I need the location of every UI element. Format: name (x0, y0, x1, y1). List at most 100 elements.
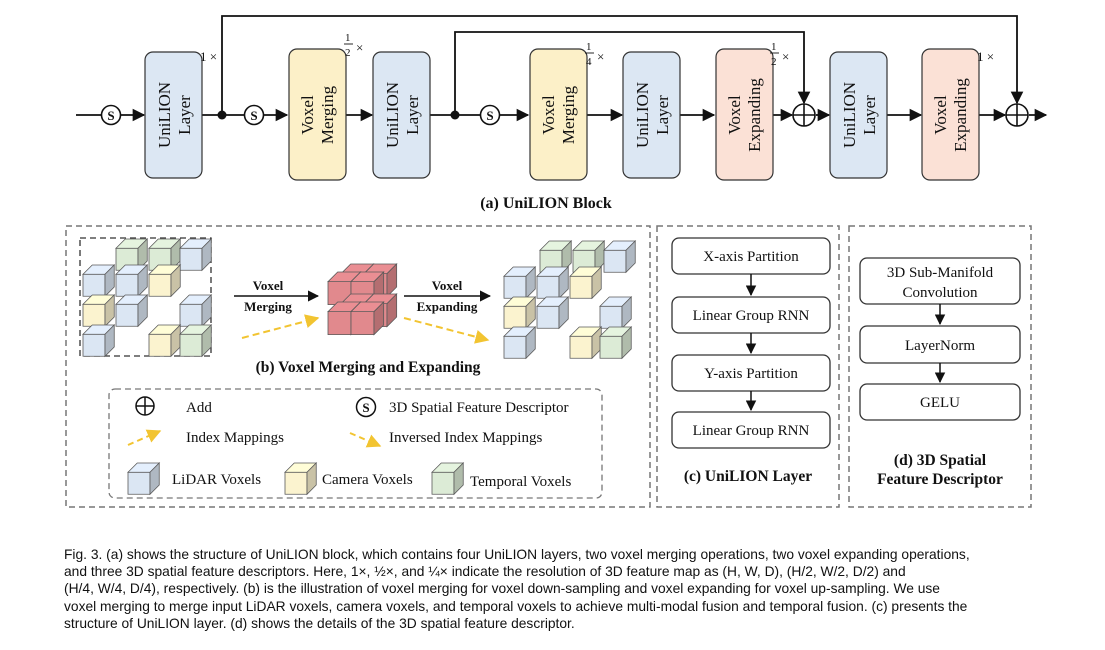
caption-line: and three 3D spatial feature descriptors… (64, 564, 906, 580)
panel-b: Voxel Merging Voxel Expanding (b) Voxel … (65, 225, 651, 508)
layer-label-line1: UniLION (383, 82, 402, 148)
expanding-label-line1: Voxel (931, 95, 950, 135)
legend-camera-label: Camera Voxels (322, 472, 413, 488)
linear-group-rnn-box (671, 411, 831, 449)
scale-half: 1 2 × (770, 41, 789, 68)
inversed-index-mapping-arrow (403, 317, 490, 344)
expanding-label-line1: Voxel (725, 95, 744, 135)
panel-d-border (848, 225, 1032, 508)
camera-voxel (569, 266, 603, 300)
add-node (1005, 103, 1029, 127)
index-mapping-arrow (241, 314, 320, 339)
svg-text:4: 4 (586, 56, 592, 68)
branch-dot (217, 110, 227, 120)
block-title: (a) UniLION Block (480, 195, 612, 212)
legend-inversed-label: Inversed Index Mappings (389, 430, 542, 446)
merged-voxel (350, 301, 385, 336)
layer-label-line1: UniLION (633, 82, 652, 148)
lidar-voxel (115, 264, 149, 298)
caption-line: (H/4, W/4, D/4), respectively. (b) is th… (64, 581, 940, 597)
merging-label-line1: Voxel (298, 95, 317, 135)
caption-line: Fig. 3. (a) shows the structure of UniLI… (64, 547, 970, 562)
legend-add-label: Add (186, 400, 212, 416)
panel-d-title: (d) 3D Spatial (894, 452, 987, 469)
unilion-layer-box: UniLION Layer (622, 51, 681, 179)
descriptor-s: S (486, 108, 493, 123)
panel-c-title: (c) UniLION Layer (684, 468, 812, 485)
unilion-block: S S S UniLION Layer Vox (76, 15, 1048, 212)
voxel-merging-box: Voxel Merging (288, 48, 347, 181)
panel-b-border (65, 225, 651, 508)
linear-group-rnn-label: Linear Group RNN (693, 308, 810, 324)
lidar-voxel (536, 266, 570, 300)
caption-line: structure of UniLION layer. (d) shows th… (64, 615, 575, 631)
caption-line: voxel merging to merge input LiDAR voxel… (64, 598, 968, 614)
svg-text:2: 2 (771, 56, 777, 68)
camera-voxel (503, 296, 537, 330)
camera-voxel-icon (284, 462, 318, 496)
panel-c-border (656, 225, 840, 508)
add-icon (135, 396, 155, 416)
camera-voxel (569, 326, 603, 360)
layer-label-line2: Layer (860, 95, 879, 135)
unilion-layer-box: UniLION Layer (144, 51, 203, 179)
legend-temporal-label: Temporal Voxels (470, 474, 571, 490)
unilion-layer-box: UniLION Layer (372, 51, 431, 179)
lidar-voxel (603, 240, 637, 274)
panel-d-title: Feature Descriptor (877, 471, 1003, 488)
figure-caption: Fig. 3. (a) shows the structure of UniLI… (64, 546, 1096, 632)
legend-descriptor-label: 3D Spatial Feature Descriptor (389, 400, 569, 416)
lidar-voxel (503, 326, 537, 360)
merge-arrow-label: Merging (244, 299, 292, 314)
merging-label-line1: Voxel (539, 95, 558, 135)
legend-lidar-label: LiDAR Voxels (172, 472, 261, 488)
svg-text:S: S (362, 400, 369, 415)
temporal-voxel (148, 238, 182, 272)
lidar-voxel (179, 238, 213, 272)
temporal-voxel-icon (431, 462, 465, 496)
unilion-diagram: S S S UniLION Layer Vox (65, 15, 1048, 508)
voxel-expanding-box: Voxel Expanding (921, 48, 980, 181)
temporal-voxel (599, 326, 633, 360)
voxel-expanding-box: Voxel Expanding (715, 48, 774, 181)
svg-text:×: × (356, 40, 363, 55)
add-node (792, 103, 816, 127)
branch-dot (450, 110, 460, 120)
descriptor-symbol: S (100, 104, 122, 126)
descriptor-symbol: S (479, 104, 501, 126)
gelu-label: GELU (920, 395, 960, 411)
layer-label-line2: Layer (175, 95, 194, 135)
lidar-voxel-icon (127, 462, 161, 496)
panel-b-title: (b) Voxel Merging and Expanding (256, 359, 481, 376)
y-partition-label: Y-axis Partition (704, 366, 798, 382)
camera-voxel (82, 294, 116, 328)
outer-skip-connection (221, 15, 1024, 115)
camera-voxel (148, 324, 182, 358)
legend-index-mappings-label: Index Mappings (186, 430, 284, 446)
merging-label-line2: Merging (318, 85, 337, 144)
gelu-box (859, 383, 1021, 421)
camera-voxel (148, 264, 182, 298)
submanifold-conv-label: 3D Sub-Manifold (887, 265, 994, 281)
lidar-voxel (82, 264, 116, 298)
lidar-voxel (599, 296, 633, 330)
scale-half: 1 2 × (344, 32, 363, 59)
temporal-voxel (179, 324, 213, 358)
legend: Add S 3D Spatial Feature Descriptor Inde… (108, 388, 603, 499)
svg-text:1: 1 (771, 41, 777, 53)
lidar-voxel (503, 266, 537, 300)
expand-arrow-label: Expanding (417, 299, 478, 314)
inner-skip-connection (454, 31, 811, 115)
lidar-voxel (115, 294, 149, 328)
input-voxels (82, 238, 213, 358)
submanifold-conv-label: Convolution (902, 285, 978, 301)
merge-arrow-label: Voxel (253, 278, 284, 293)
inversed-index-mapping-icon (349, 432, 382, 448)
svg-text:1: 1 (586, 41, 592, 53)
unilion-layer-box: UniLION Layer (829, 51, 888, 179)
merging-label-line2: Merging (559, 85, 578, 144)
legend-voxel-icons (127, 462, 465, 496)
x-partition-label: X-axis Partition (703, 249, 799, 265)
expand-arrow-label: Voxel (432, 278, 463, 293)
expanding-label-line2: Expanding (745, 78, 764, 152)
